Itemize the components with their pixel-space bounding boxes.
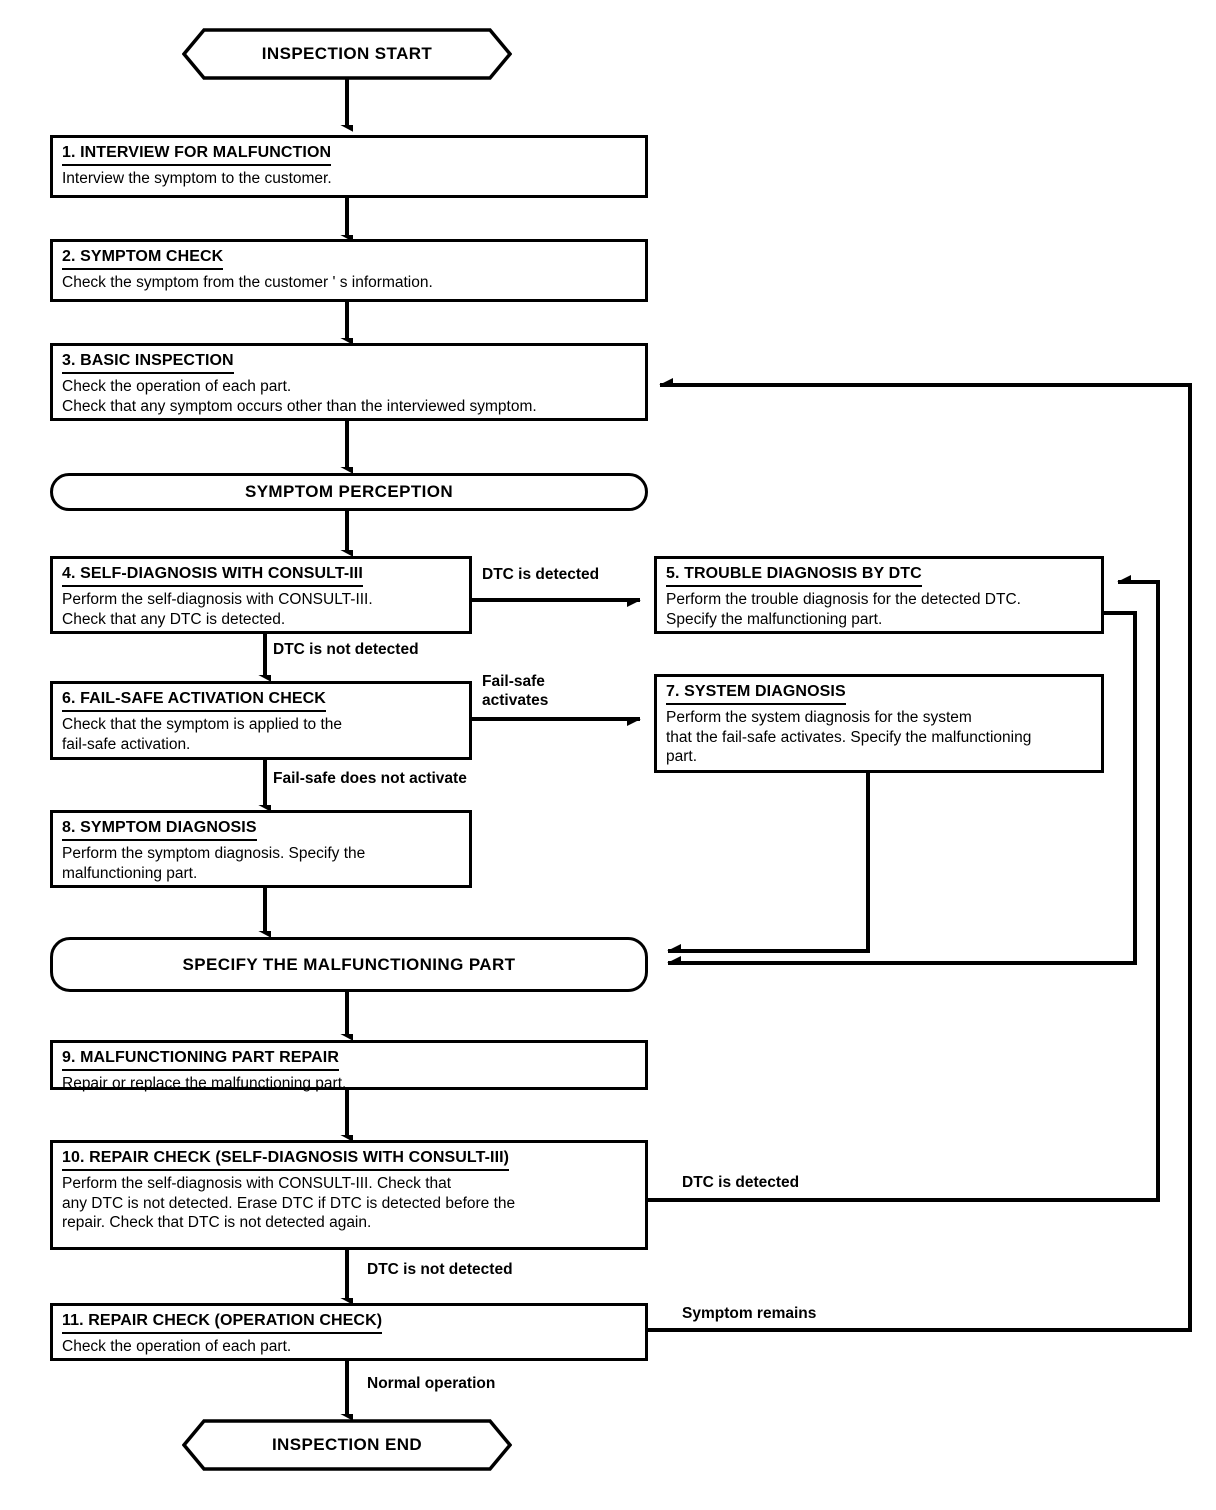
step-9-box: 9. MALFUNCTIONING PART REPAIR Repair or … bbox=[50, 1040, 648, 1092]
step-7-line-2: that the fail-safe activates. Specify th… bbox=[666, 728, 1032, 746]
stage-symptom-perception-label: SYMPTOM PERCEPTION bbox=[244, 482, 454, 501]
step-2-line-1: Check the symptom from the customer ' s … bbox=[62, 273, 433, 291]
step-7-line-1: Perform the system diagnosis for the sys… bbox=[666, 708, 972, 726]
step-5-line-2: Specify the malfunctioning part. bbox=[666, 610, 883, 628]
terminator-inspection-end: INSPECTION END bbox=[182, 1419, 512, 1471]
step-6-title: 6. FAIL-SAFE ACTIVATION CHECK bbox=[62, 690, 326, 712]
step-1-box: 1. INTERVIEW FOR MALFUNCTION Interview t… bbox=[50, 135, 648, 198]
step-5-line-1: Perform the trouble diagnosis for the de… bbox=[666, 590, 1021, 608]
step-3-line-1: Check the operation of each part. bbox=[62, 377, 292, 395]
step-10-line-1: Perform the self-diagnosis with CONSULT-… bbox=[62, 1174, 452, 1192]
step-6-box: 6. FAIL-SAFE ACTIVATION CHECK Check that… bbox=[50, 681, 472, 760]
terminator-end-label: INSPECTION END bbox=[271, 1435, 423, 1454]
step-2-title: 2. SYMPTOM CHECK bbox=[62, 248, 224, 270]
step-4-title: 4. SELF-DIAGNOSIS WITH CONSULT-III bbox=[62, 565, 363, 587]
edge-label-failsafe-does-not-activate: Fail-safe does not activate bbox=[273, 770, 467, 787]
step-5-title: 5. TROUBLE DIAGNOSIS BY DTC bbox=[666, 565, 922, 587]
step-4-box: 4. SELF-DIAGNOSIS WITH CONSULT-III Perfo… bbox=[50, 556, 472, 634]
edge-label-dtc-detected-step10: DTC is detected bbox=[682, 1174, 800, 1191]
step-10-title: 10. REPAIR CHECK (SELF-DIAGNOSIS WITH CO… bbox=[62, 1149, 510, 1171]
step-11-box: 11. REPAIR CHECK (OPERATION CHECK) Check… bbox=[50, 1303, 648, 1361]
step-1-title: 1. INTERVIEW FOR MALFUNCTION bbox=[62, 144, 332, 166]
step-8-line-1: Perform the symptom diagnosis. Specify t… bbox=[62, 844, 366, 862]
step-10-line-3: repair. Check that DTC is not detected a… bbox=[62, 1214, 372, 1232]
step-10-box: 10. REPAIR CHECK (SELF-DIAGNOSIS WITH CO… bbox=[50, 1140, 648, 1250]
stage-specify-part-label: SPECIFY THE MALFUNCTIONING PART bbox=[182, 954, 516, 974]
step-3-box: 3. BASIC INSPECTION Check the operation … bbox=[50, 343, 648, 421]
step-2-box: 2. SYMPTOM CHECK Check the symptom from … bbox=[50, 239, 648, 302]
edge-label-normal-operation: Normal operation bbox=[367, 1375, 496, 1392]
step-9-title: 9. MALFUNCTIONING PART REPAIR bbox=[62, 1049, 339, 1071]
step-9-line-1: Repair or replace the malfunctioning par… bbox=[62, 1074, 347, 1092]
step-7-box: 7. SYSTEM DIAGNOSIS Perform the system d… bbox=[654, 674, 1104, 773]
edge-label-dtc-detected-step4: DTC is detected bbox=[482, 566, 600, 583]
stage-specify-malfunctioning-part: SPECIFY THE MALFUNCTIONING PART bbox=[50, 937, 648, 992]
step-11-line-1: Check the operation of each part. bbox=[62, 1337, 292, 1355]
stage-symptom-perception: SYMPTOM PERCEPTION bbox=[50, 473, 648, 511]
edge-label-failsafe-activates: Fail-safe activates bbox=[482, 673, 549, 709]
step-1-line-1: Interview the symptom to the customer. bbox=[62, 169, 332, 187]
step-6-line-1: Check that the symptom is applied to the bbox=[62, 715, 343, 733]
terminator-start-label: INSPECTION START bbox=[261, 44, 433, 63]
step-3-line-2: Check that any symptom occurs other than… bbox=[62, 397, 537, 415]
step-5-box: 5. TROUBLE DIAGNOSIS BY DTC Perform the … bbox=[654, 556, 1104, 634]
step-11-title: 11. REPAIR CHECK (OPERATION CHECK) bbox=[62, 1312, 383, 1334]
edge-label-dtc-not-detected-step4: DTC is not detected bbox=[273, 641, 419, 658]
step-3-title: 3. BASIC INSPECTION bbox=[62, 352, 234, 374]
step-4-line-2: Check that any DTC is detected. bbox=[62, 610, 286, 628]
edge-label-dtc-not-detected-step10: DTC is not detected bbox=[367, 1261, 513, 1278]
step-10-line-2: any DTC is not detected. Erase DTC if DT… bbox=[62, 1194, 516, 1212]
step-7-line-3: part. bbox=[666, 748, 698, 766]
step-7-title: 7. SYSTEM DIAGNOSIS bbox=[666, 683, 846, 705]
step-4-line-1: Perform the self-diagnosis with CONSULT-… bbox=[62, 590, 373, 608]
step-6-line-2: fail-safe activation. bbox=[62, 735, 191, 753]
step-8-line-2: malfunctioning part. bbox=[62, 864, 198, 882]
terminator-inspection-start: INSPECTION START bbox=[182, 28, 512, 80]
step-8-box: 8. SYMPTOM DIAGNOSIS Perform the symptom… bbox=[50, 810, 472, 888]
step-8-title: 8. SYMPTOM DIAGNOSIS bbox=[62, 819, 257, 841]
edge-label-symptom-remains: Symptom remains bbox=[682, 1305, 817, 1322]
